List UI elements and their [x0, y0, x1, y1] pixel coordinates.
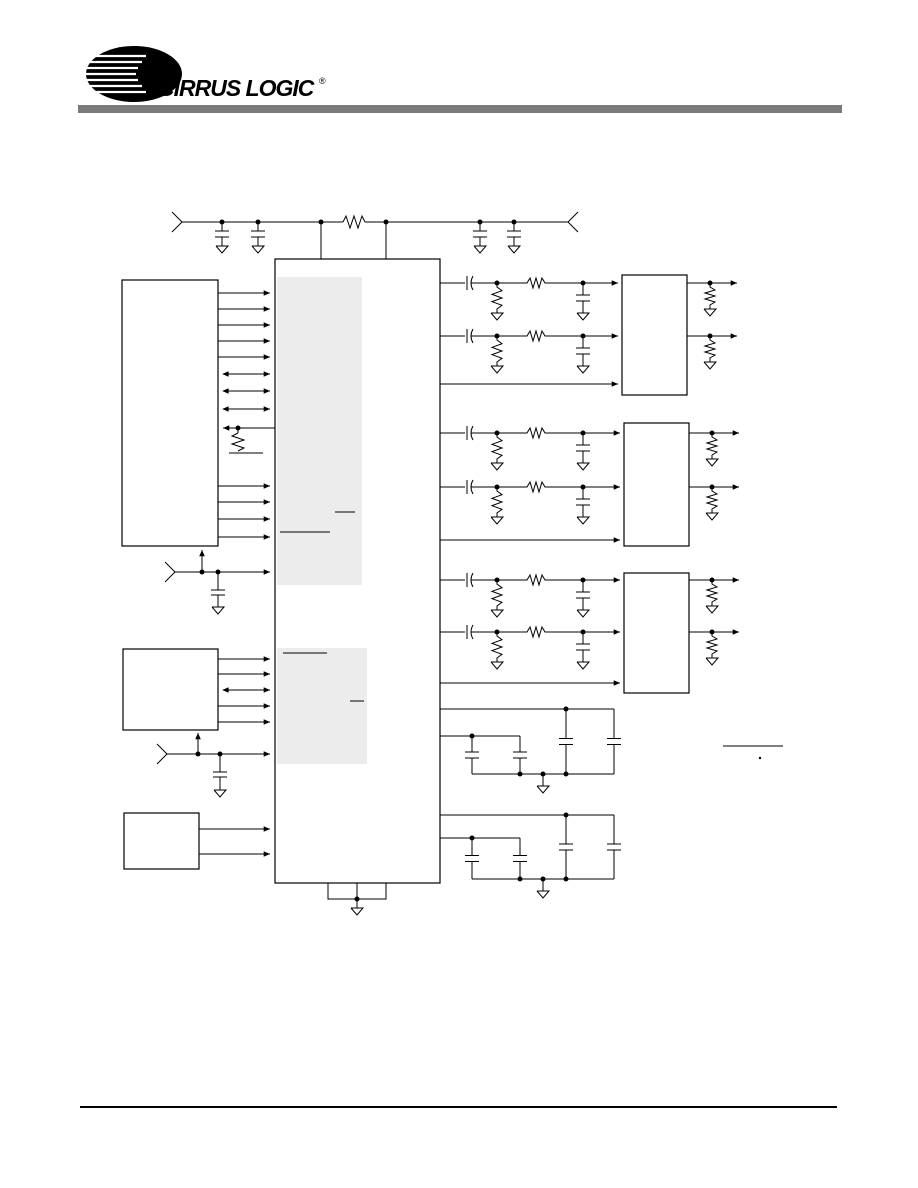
resistor — [490, 433, 504, 463]
note-dot — [758, 756, 762, 760]
ground-symbol — [576, 609, 591, 618]
footer-rule — [80, 1106, 837, 1108]
pin-overbars — [280, 511, 364, 702]
ground-symbol — [536, 785, 551, 794]
logo-wordmark: CIRRUS LOGIC — [158, 75, 315, 101]
left-controller-block — [121, 279, 219, 547]
controller-supply — [164, 550, 270, 615]
resistor — [490, 632, 504, 662]
pullup-junction — [235, 425, 241, 431]
resistor — [705, 487, 719, 513]
ground-symbol — [703, 308, 718, 317]
ground-symbol — [705, 657, 720, 666]
ground-symbol — [490, 661, 505, 670]
ground-symbol — [576, 365, 591, 374]
resistor — [524, 573, 548, 587]
ground-symbol — [490, 365, 505, 374]
resistor — [703, 283, 717, 309]
resistor — [490, 580, 504, 610]
ground-symbol — [705, 512, 720, 521]
output-filter-block-2 — [623, 422, 690, 547]
decoupling-network-1 — [440, 706, 621, 794]
ground-symbol — [705, 458, 720, 467]
logo-registered-mark: ® — [319, 76, 326, 86]
ic-ground-junction — [354, 896, 360, 902]
ground-symbol — [576, 661, 591, 670]
controller-pullup-resistor — [229, 428, 263, 454]
pin-shading — [277, 277, 367, 764]
left-interface-block — [122, 648, 219, 731]
interface-supply-junctions — [195, 751, 223, 757]
ground-symbol — [490, 462, 505, 471]
ground-symbol — [705, 605, 720, 614]
ground-symbol — [215, 245, 230, 254]
ground-symbol — [473, 245, 488, 254]
ground-symbol — [251, 245, 266, 254]
resistor — [524, 276, 548, 290]
resistor — [524, 426, 548, 440]
junction-dot — [563, 876, 569, 882]
ground-symbol — [490, 312, 505, 321]
top-rail-decoupling-capacitors — [215, 222, 522, 254]
ground-symbol — [536, 890, 551, 899]
junction-dot — [517, 876, 523, 882]
resistor — [705, 632, 719, 658]
resistor — [524, 329, 548, 343]
interface-supply — [156, 733, 270, 798]
controller-signal-lines — [218, 290, 275, 540]
controller-supply-junctions — [199, 569, 221, 575]
ground-symbol — [490, 516, 505, 525]
output-filter-block-1 — [621, 274, 688, 396]
resistor — [490, 283, 504, 313]
ground-symbol — [703, 361, 718, 370]
left-clock-block — [123, 812, 200, 870]
ground-symbol — [576, 312, 591, 321]
logo-swirl-icon — [74, 46, 182, 102]
junction-dot — [563, 771, 569, 777]
analog-output-channels — [440, 275, 739, 686]
cirrus-logic-logo: CIRRUS LOGIC ® — [74, 46, 326, 102]
power-rail-top — [171, 211, 579, 259]
ground-symbol — [507, 245, 522, 254]
output-filter-block-3 — [623, 572, 690, 694]
resistor — [705, 580, 719, 606]
junction-dot — [517, 771, 523, 777]
resistor — [524, 625, 548, 639]
resistor — [703, 336, 717, 362]
header-rule — [78, 105, 842, 113]
resistor — [490, 487, 504, 517]
resistor — [705, 433, 719, 459]
interface-signal-lines — [218, 656, 270, 725]
clock-signal-lines — [199, 826, 270, 857]
ground-symbol — [576, 516, 591, 525]
resistor — [490, 336, 504, 366]
decoupling-network-2 — [440, 812, 621, 899]
ground-symbol — [576, 462, 591, 471]
ground-symbol — [490, 609, 505, 618]
resistor — [524, 480, 548, 494]
